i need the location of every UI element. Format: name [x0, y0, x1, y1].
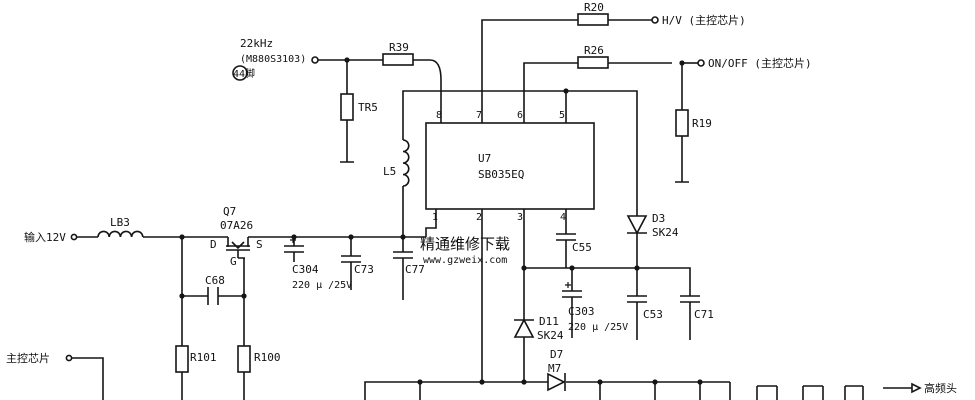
- label-q7-g: G: [230, 255, 237, 268]
- resistor-r39: [382, 53, 414, 66]
- label-m7: M7: [548, 362, 561, 375]
- bottom-rail: [364, 381, 922, 400]
- watermark-cn: 精通维修下载: [420, 235, 510, 253]
- junction: [241, 293, 247, 299]
- terminal-onoff: [697, 59, 705, 67]
- label-hv: H/V (主控芯片): [662, 13, 746, 27]
- label-q7-part: 07A26: [220, 219, 253, 232]
- top-wiring: [318, 19, 689, 238]
- mosfet-q7: [226, 237, 250, 259]
- label-q7-d: D: [210, 238, 217, 251]
- label-q7-s: S: [256, 238, 263, 251]
- label-r26: R26: [584, 44, 604, 57]
- label-l5: L5: [383, 165, 396, 178]
- diode-d7: [547, 372, 566, 392]
- junction: [597, 379, 603, 385]
- ic-pin-1: 1: [432, 212, 438, 223]
- terminal-hv: [651, 16, 659, 24]
- label-d3-part: SK24: [652, 226, 679, 239]
- label-c73: C73: [354, 263, 374, 276]
- junction: [417, 379, 423, 385]
- label-c303-val: 220 μ /25V: [568, 322, 628, 333]
- label-c71: C71: [694, 308, 714, 321]
- label-c304-val: 220 μ /25V: [292, 280, 352, 291]
- input-rail: [76, 209, 437, 238]
- label-main-chip: 主控芯片: [6, 351, 50, 365]
- label-r100: R100: [254, 351, 281, 364]
- junction: [291, 234, 297, 240]
- label-c303: C303: [568, 305, 595, 318]
- resistor-r20: [577, 13, 609, 26]
- junction: [344, 57, 350, 63]
- inductor-lb3: [97, 230, 144, 238]
- capacitor-c303: [562, 282, 582, 338]
- label-c55: C55: [572, 241, 592, 254]
- label-r20: R20: [584, 1, 604, 14]
- resistor-r19: [675, 109, 689, 137]
- junction: [697, 379, 703, 385]
- label-r19: R19: [692, 117, 712, 130]
- terminal-22khz: [311, 56, 319, 64]
- label-q7: Q7: [223, 205, 236, 218]
- label-d11: D11: [539, 315, 559, 328]
- junction: [563, 88, 569, 94]
- ic-u7: U7 SB035EQ 1 2 3 4 5 6 7 8: [425, 110, 595, 223]
- ic-pin-4: 4: [560, 212, 566, 223]
- capacitor-c77: [393, 237, 413, 300]
- label-high-freq-head: 高频头: [924, 381, 957, 395]
- capacitor-c55: [556, 209, 576, 268]
- diode-d3: [626, 215, 648, 296]
- watermark: 精通维修下载 www.gzweix.com: [420, 235, 510, 266]
- label-input: 输入12V: [24, 230, 66, 244]
- label-onoff: ON/OFF (主控芯片): [708, 56, 812, 70]
- label-freq: 22kHz: [240, 37, 273, 50]
- label-d11-part: SK24: [537, 329, 564, 342]
- junction: [652, 379, 658, 385]
- terminal-main-chip: [65, 354, 73, 362]
- label-c304: C304: [292, 263, 319, 276]
- junction: [479, 379, 485, 385]
- junction: [569, 265, 575, 271]
- junction: [521, 265, 527, 271]
- capacitor-c304: [284, 237, 304, 262]
- label-lb3: LB3: [110, 216, 130, 229]
- ic-pin-3: 3: [517, 212, 523, 223]
- label-d7: D7: [550, 348, 563, 361]
- junction: [400, 234, 406, 240]
- resistor-r100: [237, 345, 251, 373]
- label-pin44: 44脚: [233, 67, 255, 80]
- terminal-input: [70, 233, 78, 241]
- label-c77: C77: [405, 263, 425, 276]
- ic-part: SB035EQ: [478, 168, 524, 181]
- junction: [348, 234, 354, 240]
- ic-pin-2: 2: [476, 212, 482, 223]
- label-freq-ref: (M880S3103): [240, 54, 306, 65]
- resistor-r101: [175, 345, 189, 373]
- capacitor-c53: [627, 295, 647, 340]
- label-d3: D3: [652, 212, 665, 225]
- watermark-url: www.gzweix.com: [423, 255, 507, 266]
- resistor-tr5: [340, 93, 354, 121]
- pin44-circle: [232, 65, 248, 81]
- label-tr5: TR5: [358, 101, 378, 114]
- ic-pin-6: 6: [517, 110, 523, 121]
- label-c53: C53: [643, 308, 663, 321]
- ic-pin-5: 5: [559, 110, 565, 121]
- label-r39: R39: [389, 41, 409, 54]
- ic-pin-8: 8: [436, 110, 442, 121]
- resistor-r26: [577, 56, 609, 69]
- junction: [179, 234, 185, 240]
- label-r101: R101: [190, 351, 217, 364]
- ic-name: U7: [478, 152, 491, 165]
- ic-body: [425, 122, 595, 210]
- capacitor-c73: [341, 237, 361, 290]
- gate-network: [181, 237, 245, 400]
- diode-d11: [513, 318, 535, 338]
- ic-pin-7: 7: [476, 110, 482, 121]
- inductor-l5: [402, 139, 410, 187]
- junction: [179, 293, 185, 299]
- capacitor-c71: [680, 295, 700, 340]
- label-c68: C68: [205, 274, 225, 287]
